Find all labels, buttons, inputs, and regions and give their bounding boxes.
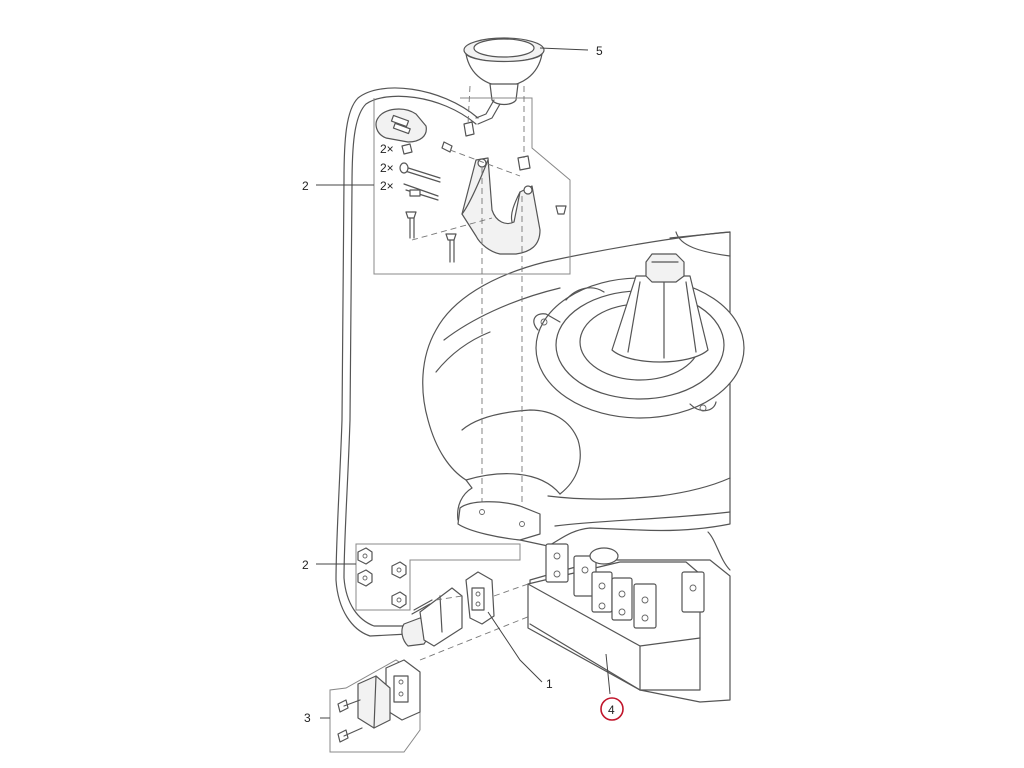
clamp-kit-lower: [329, 659, 421, 753]
primer-cable: [335, 87, 479, 637]
leader-lines: [316, 47, 611, 719]
bracket-kit-upper: 2× 2× 2×: [373, 85, 571, 530]
fastener-set: [399, 141, 567, 263]
engine-assembly: [422, 231, 745, 547]
cable-clamp-assembly: [401, 571, 531, 661]
engine-block: [527, 531, 731, 703]
callout-4-highlight-circle: [600, 697, 624, 721]
callout-2-lower: 2: [302, 558, 309, 572]
callout-1: 1: [546, 677, 553, 691]
mounting-block: [527, 561, 701, 691]
callout-5: 5: [596, 44, 603, 58]
nut-set: [357, 547, 407, 609]
bracket-kit-lower: [355, 543, 521, 611]
callout-3: 3: [304, 711, 311, 725]
flywheel-cone: [611, 275, 709, 363]
callout-2-upper: 2: [302, 179, 309, 193]
primer-assembly: [335, 37, 545, 637]
flywheel-nut: [645, 253, 685, 283]
callout-labels: 5 2 2 3 1 4: [302, 44, 624, 725]
kit-frame-lower: [355, 543, 521, 611]
qty-label: 2×: [380, 161, 394, 175]
qty-label: 2×: [380, 142, 394, 156]
kit-frame-upper: [373, 97, 571, 275]
fork-bracket: [461, 157, 541, 255]
block-bosses: [545, 543, 705, 629]
callout-4: 4: [608, 703, 615, 717]
qty-label: 2×: [380, 179, 394, 193]
